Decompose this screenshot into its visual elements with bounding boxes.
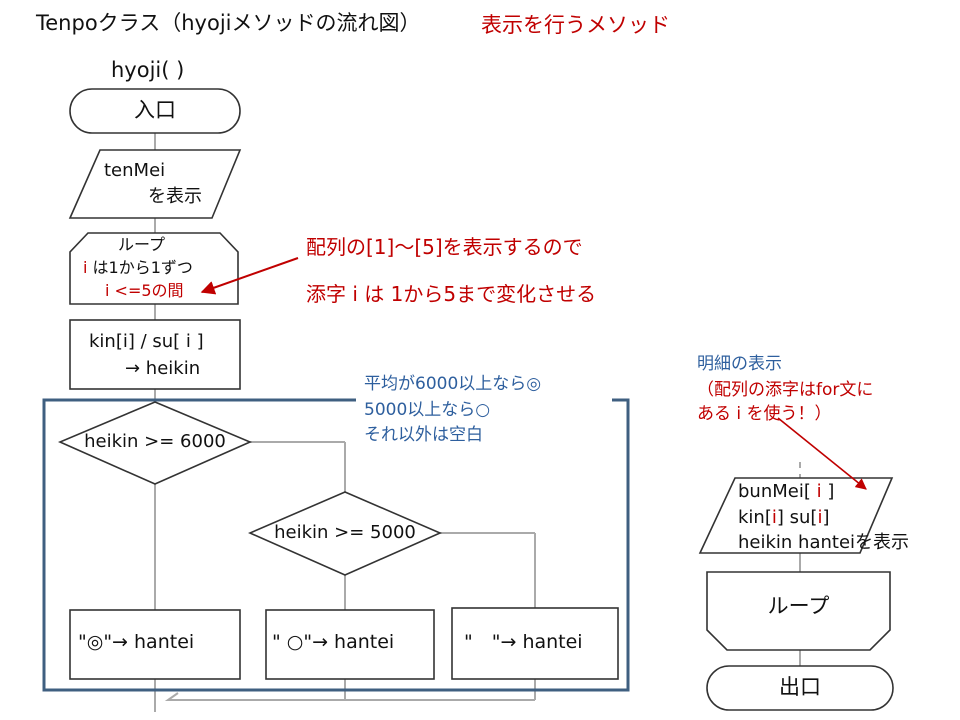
judge-note-line2: 5000以上なら○ xyxy=(364,400,491,420)
loop-start-shape xyxy=(69,232,239,305)
start-terminal-shape xyxy=(69,88,241,134)
detail-line1: bunMei[ i ] xyxy=(738,481,834,503)
end-label: 出口 xyxy=(779,675,821,700)
detail-bunmei: bunMei[ xyxy=(738,481,817,502)
loop-end-shape xyxy=(706,571,891,651)
loop-end-label: ループ xyxy=(767,594,830,619)
page-title-note: 表示を行うメソッド xyxy=(481,13,670,37)
end-terminal-shape xyxy=(706,665,894,711)
loop-note-line2: 添字 i は 1から5まで変化させる xyxy=(306,282,597,306)
calc-line1: kin[i] / su[ i ] xyxy=(89,331,204,352)
assign2-shape xyxy=(265,609,435,680)
detail-su-close: ] xyxy=(822,507,830,528)
detail-note-line2: （配列の添字はfor文に xyxy=(697,380,874,400)
detail-note-line3: ある i を使う！） xyxy=(697,404,832,424)
detail-su: ] su[ xyxy=(776,507,818,528)
assign3-label: " "→ hantei xyxy=(464,631,583,653)
decision1-shape xyxy=(57,401,253,485)
decision1-label: heikin >= 6000 xyxy=(84,431,226,452)
display-detail-shape xyxy=(698,477,894,554)
loop-cond-i: i xyxy=(105,281,110,300)
display-tenmei-shape xyxy=(68,149,242,219)
assign1-shape xyxy=(69,609,241,680)
detail-bunmei-close: ] xyxy=(821,481,835,502)
loop-line3: i <=5の間 xyxy=(105,281,184,300)
display-tenmei-line2: を表示 xyxy=(148,186,202,207)
loop-line2: i は1から1ずつ xyxy=(83,258,193,277)
calc-heikin-shape xyxy=(69,319,241,390)
detail-note-line1: 明細の表示 xyxy=(697,354,782,374)
detail-kin: kin[ xyxy=(738,507,772,528)
calc-line2: → heikin xyxy=(125,358,201,379)
loop-note-arrow xyxy=(200,257,299,295)
judge-frame xyxy=(42,398,630,692)
decision2-shape xyxy=(248,491,442,576)
assign2-label: " ○"→ hantei xyxy=(272,631,395,653)
decision2-label: heikin >= 5000 xyxy=(274,522,416,543)
detail-note-arrow xyxy=(777,417,867,490)
start-label: 入口 xyxy=(134,98,176,123)
detail-kin-i: i xyxy=(771,507,777,528)
judge-note-line1: 平均が6000以上なら◎ xyxy=(364,374,542,394)
detail-line3: heikin hanteiを表示 xyxy=(738,532,910,553)
detail-su-i: i xyxy=(817,507,823,528)
loop-cond-text: <=5の間 xyxy=(109,281,184,300)
method-label: hyoji( ) xyxy=(111,58,185,82)
detail-bunmei-i: i xyxy=(816,481,822,502)
display-tenmei-line1: tenMei xyxy=(104,160,166,181)
loop-range-text: は1から1ずつ xyxy=(87,258,193,277)
assign1-label: "◎"→ hantei xyxy=(78,631,195,653)
detail-line2: kin[i] su[i] xyxy=(738,507,829,529)
loop-line1: ループ xyxy=(118,235,166,254)
connector-merge-arrow xyxy=(164,692,535,701)
loop-index-i: i xyxy=(83,258,88,277)
assign3-shape xyxy=(451,607,619,680)
judge-note-line3: それ以外は空白 xyxy=(364,425,483,445)
page-title: Tenpoクラス（hyojiメソッドの流れ図） xyxy=(36,11,421,35)
loop-note-line1: 配列の[1]〜[5]を表示するので xyxy=(306,235,583,259)
